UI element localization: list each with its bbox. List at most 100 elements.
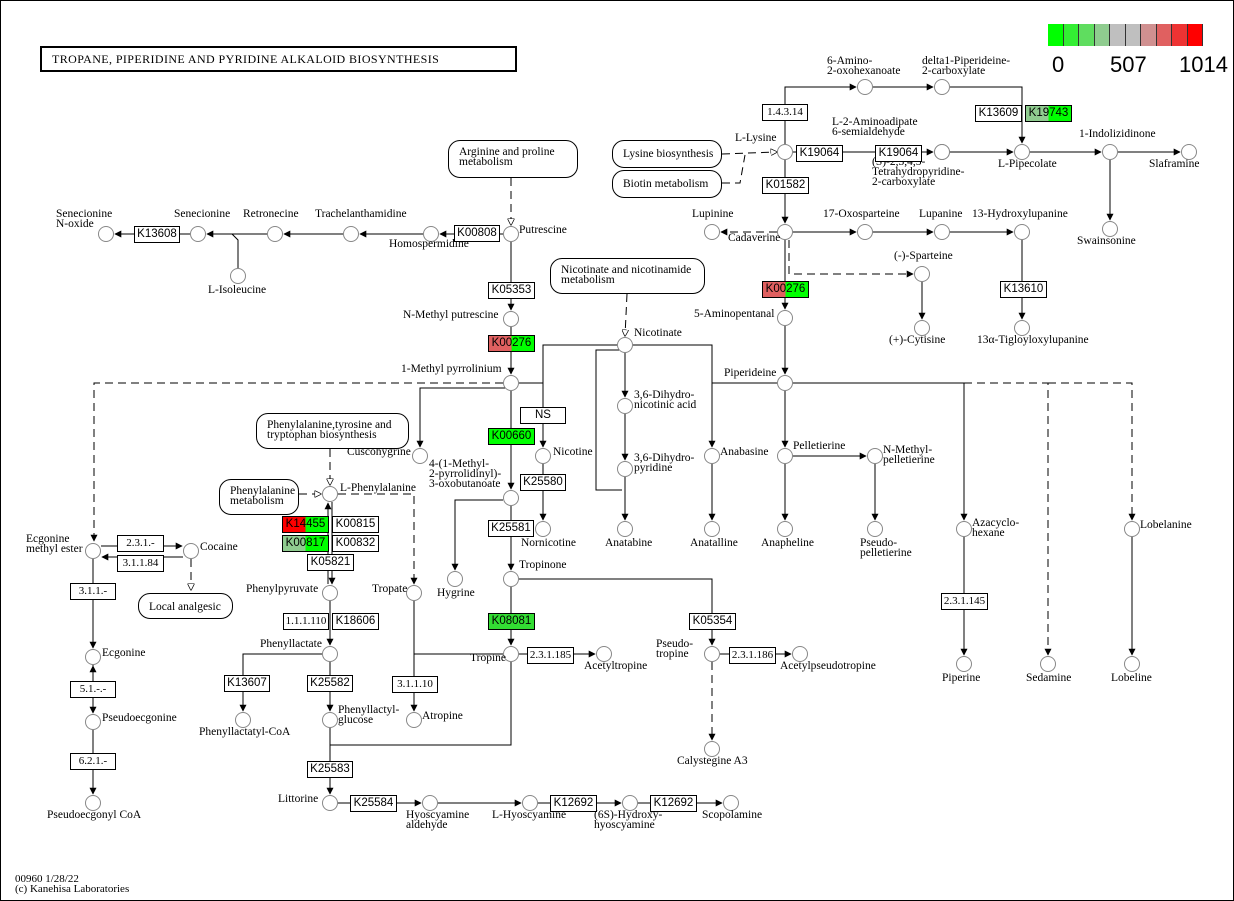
enzyme-ec-2.3.1.145[interactable]: 2.3.1.145 <box>941 593 988 610</box>
compound-anatabine[interactable] <box>617 521 633 537</box>
compound-pelletierine[interactable] <box>777 448 793 464</box>
compound-trachelanthamidine[interactable] <box>343 226 359 242</box>
enzyme-ec-2.3.1.185[interactable]: 2.3.1.185 <box>527 647 574 664</box>
compound-pseudoecgonine[interactable] <box>85 714 101 730</box>
compound-lupanine[interactable] <box>934 224 950 240</box>
enzyme-ko-k05354[interactable]: K05354 <box>689 613 736 630</box>
compound-nicotinate[interactable] <box>617 337 633 353</box>
compound-pseudoecgonyl-coa[interactable] <box>85 795 101 811</box>
compound-cytisine[interactable] <box>914 320 930 336</box>
compound-lupinine[interactable] <box>704 224 720 240</box>
enzyme-ko-k25580[interactable]: K25580 <box>520 474 566 491</box>
compound-hydroxyhyoscyamine[interactable] <box>622 795 638 811</box>
compound-delta1-piperideine-2-carboxylate[interactable] <box>934 79 950 95</box>
enzyme-ko-k25583[interactable]: K25583 <box>307 761 353 778</box>
compound-17-oxosparteine[interactable] <box>857 224 873 240</box>
enzyme-ko-k19743[interactable]: K19743 <box>1025 105 1072 122</box>
enzyme-ko-k00276-a[interactable]: K00276 <box>488 335 535 352</box>
compound-ecgonine[interactable] <box>85 649 101 665</box>
compound-cadaverine[interactable] <box>777 224 793 240</box>
compound-tigloyloxylupanine[interactable] <box>1014 320 1030 336</box>
enzyme-ko-k00660[interactable]: K00660 <box>488 428 535 445</box>
compound-l-pipecolate[interactable] <box>1014 144 1030 160</box>
compound-tetrahydropyridine-carboxylate[interactable] <box>934 144 950 160</box>
map-local-analgesic[interactable]: Local analgesic <box>138 593 233 619</box>
compound-dihydropyridine[interactable] <box>617 461 633 477</box>
enzyme-ko-k12692-a[interactable]: K12692 <box>550 795 597 812</box>
compound-l-phenylalanine[interactable] <box>322 486 338 502</box>
enzyme-ec-2.3.1.-[interactable]: 2.3.1.- <box>117 535 164 552</box>
compound-retronecine[interactable] <box>267 226 283 242</box>
compound-anatalline[interactable] <box>704 521 720 537</box>
compound-anabasine[interactable] <box>704 448 720 464</box>
enzyme-ko-k14455[interactable]: K14455 <box>282 516 329 533</box>
compound-l-isoleucine[interactable] <box>230 268 246 284</box>
compound-l-hyoscyamine[interactable] <box>522 795 538 811</box>
compound-piperine[interactable] <box>956 656 972 672</box>
enzyme-ko-k25581[interactable]: K25581 <box>488 520 534 537</box>
enzyme-ko-k05821[interactable]: K05821 <box>307 554 354 571</box>
compound-dihydronicotinic-acid[interactable] <box>617 398 633 414</box>
compound-littorine[interactable] <box>322 795 338 811</box>
compound-oxobutanoate[interactable] <box>503 490 519 506</box>
map-biotin[interactable]: Biotin metabolism <box>612 170 722 198</box>
compound-putrescine[interactable] <box>503 226 519 242</box>
enzyme-ko-k19064-a[interactable]: K19064 <box>796 145 843 162</box>
compound-n-methyl-putrescine[interactable] <box>503 311 519 327</box>
enzyme-ec-1.4.3.14[interactable]: 1.4.3.14 <box>762 104 808 121</box>
compound-l-lysine[interactable] <box>777 144 793 160</box>
compound-n-methylpelletierine[interactable] <box>867 448 883 464</box>
map-nicotinate[interactable]: Nicotinate and nicotinamide metabolism <box>550 258 705 294</box>
enzyme-ec-2.3.1.186[interactable]: 2.3.1.186 <box>729 647 776 664</box>
compound-anapheline[interactable] <box>777 521 793 537</box>
compound-azacyclohexane[interactable] <box>956 521 972 537</box>
map-lysine-biosynthesis[interactable]: Lysine biosynthesis <box>612 140 722 168</box>
compound-phenyllactatyl-coa[interactable] <box>235 712 251 728</box>
compound-cocaine[interactable] <box>183 543 199 559</box>
compound-homospermidine[interactable] <box>423 226 439 242</box>
compound-phenyllactyl-glucose[interactable] <box>322 712 338 728</box>
compound-tropate[interactable] <box>406 585 422 601</box>
enzyme-ko-k19064-b[interactable]: K19064 <box>875 145 922 162</box>
compound-scopolamine[interactable] <box>723 795 739 811</box>
enzyme-ko-k13610[interactable]: K13610 <box>1000 281 1047 298</box>
enzyme-ko-k00817[interactable]: K00817 <box>282 535 329 552</box>
compound-swainsonine[interactable] <box>1102 221 1118 237</box>
compound-6-amino-2-oxohexanoate[interactable] <box>857 79 873 95</box>
compound-1-methyl-pyrrolinium[interactable] <box>503 375 519 391</box>
compound-senecionine[interactable] <box>190 226 206 242</box>
compound-1-indolizidinone[interactable] <box>1102 144 1118 160</box>
enzyme-ko-k00276-b[interactable]: K00276 <box>762 281 809 298</box>
compound-hyoscyamine-aldehyde[interactable] <box>422 795 438 811</box>
compound-phenyllactate[interactable] <box>322 646 338 662</box>
enzyme-ec-3.1.1.10[interactable]: 3.1.1.10 <box>392 676 438 693</box>
enzyme-ko-k25584[interactable]: K25584 <box>350 795 397 812</box>
compound-5-aminopentanal[interactable] <box>777 310 793 326</box>
enzyme-ko-k13609[interactable]: K13609 <box>975 105 1022 122</box>
enzyme-ec-3.1.1.-[interactable]: 3.1.1.- <box>70 583 116 600</box>
enzyme-ec-5.1.-.-[interactable]: 5.1.-.- <box>70 681 116 698</box>
enzyme-ko-k01582[interactable]: K01582 <box>762 177 809 194</box>
compound-tropinone[interactable] <box>503 571 519 587</box>
compound-acetyltropine[interactable] <box>596 646 612 662</box>
compound-piperideine[interactable] <box>777 375 793 391</box>
map-arginine-proline[interactable]: Arginine and proline metabolism <box>448 140 578 178</box>
enzyme-ko-k00815[interactable]: K00815 <box>332 516 379 533</box>
enzyme-ko-k13608[interactable]: K13608 <box>134 226 180 243</box>
compound-senecionine-n-oxide[interactable] <box>98 226 114 242</box>
enzyme-ko-k00808[interactable]: K00808 <box>454 225 500 242</box>
enzyme-ec-1.1.1.110[interactable]: 1.1.1.110 <box>283 613 329 630</box>
compound-atropine[interactable] <box>406 712 422 728</box>
compound-lobeline[interactable] <box>1124 656 1140 672</box>
compound-pseudotropine[interactable] <box>704 646 720 662</box>
compound-lobelanine[interactable] <box>1124 521 1140 537</box>
enzyme-ko-k12692-b[interactable]: K12692 <box>650 795 697 812</box>
map-phenylalanine[interactable]: Phenylalanine metabolism <box>219 479 299 515</box>
compound-sparteine[interactable] <box>914 266 930 282</box>
enzyme-ko-k18606[interactable]: K18606 <box>332 613 379 630</box>
map-phe-tyr-trp[interactable]: Phenylalanine,tyrosine and tryptophan bi… <box>256 413 409 449</box>
compound-pseudopelletierine[interactable] <box>867 521 883 537</box>
compound-hygrine[interactable] <box>447 571 463 587</box>
compound-sedamine[interactable] <box>1040 656 1056 672</box>
enzyme-ec-6.2.1.-[interactable]: 6.2.1.- <box>70 753 116 770</box>
